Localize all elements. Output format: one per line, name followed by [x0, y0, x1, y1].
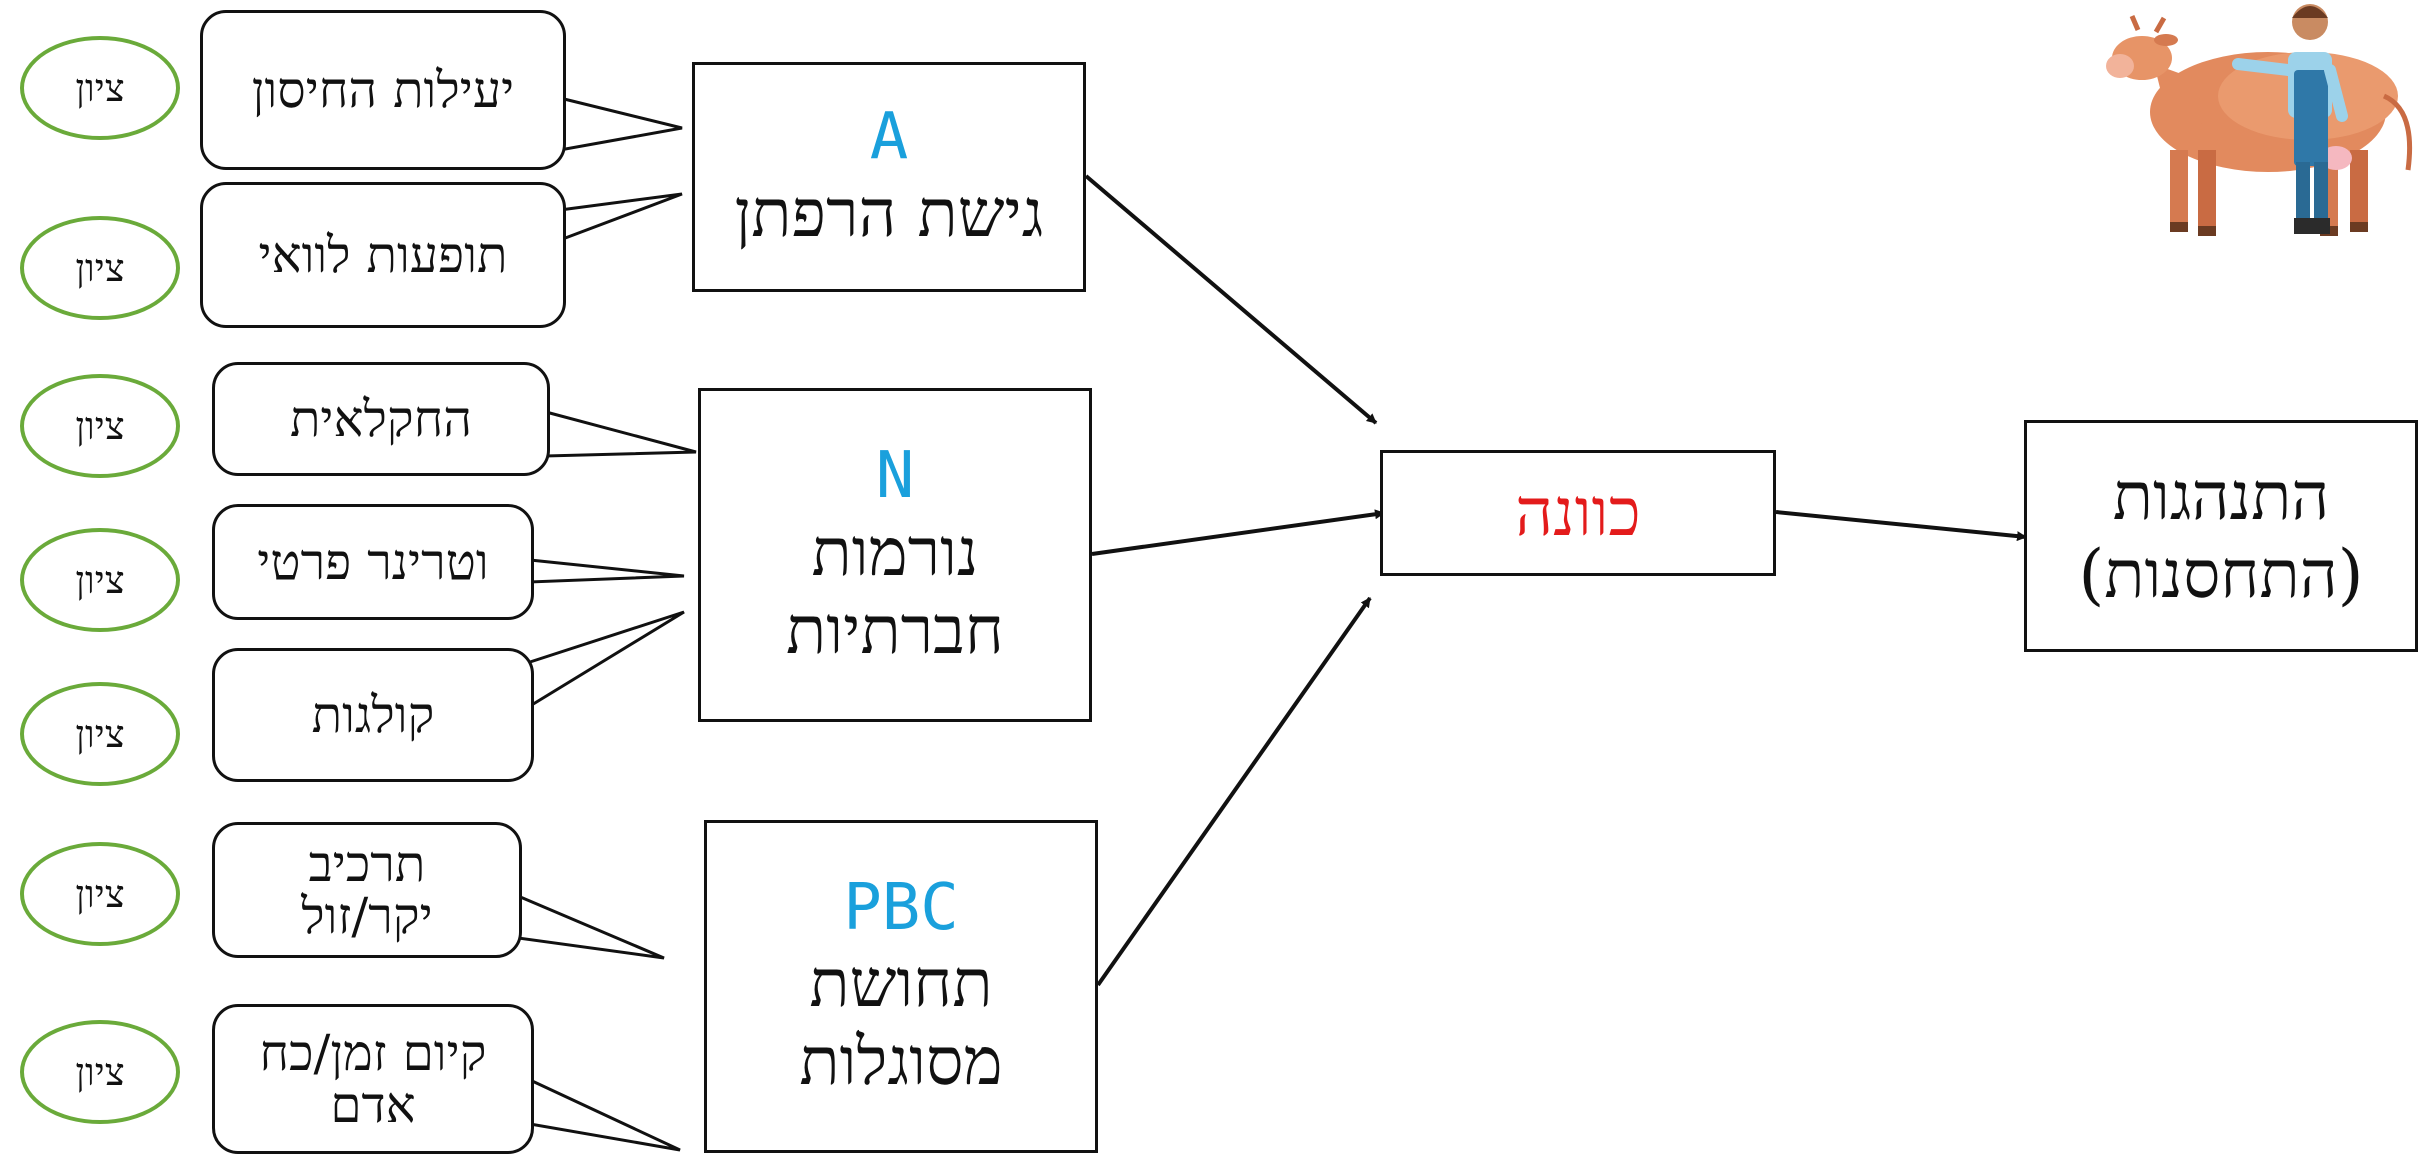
construct-code: N	[875, 439, 915, 514]
construct-title: תחושת	[809, 945, 993, 1023]
score-label: ציון	[75, 557, 125, 602]
factor-line2: אדם	[330, 1076, 416, 1134]
arrow-intention-to-behaviour	[1775, 510, 2027, 542]
factor-line1: וטרינר פרטי	[257, 532, 489, 591]
score-oval[interactable]: ציון	[20, 528, 180, 632]
construct-control-box: PBC תחושת מסוגלות	[704, 820, 1098, 1153]
score-oval[interactable]: ציון	[20, 216, 180, 320]
behaviour-line2: (התחסנות)	[2078, 536, 2364, 613]
factor-callout: וטרינר פרטי	[212, 504, 534, 620]
score-label: ציון	[75, 245, 125, 290]
construct-title-2: מסוגלות	[799, 1023, 1003, 1101]
score-oval[interactable]: ציון	[20, 374, 180, 478]
factor-line2: יקר/זול	[301, 887, 433, 945]
factor-line1: קולגות	[311, 685, 435, 744]
construct-code: PBC	[843, 870, 959, 945]
score-oval[interactable]: ציון	[20, 682, 180, 786]
construct-title: גישת הרפתן	[734, 174, 1044, 252]
score-label: ציון	[75, 403, 125, 448]
factor-line1: החקלאית	[289, 389, 473, 448]
score-label: ציון	[75, 871, 125, 916]
factor-line1: קיום זמן/כח	[259, 1023, 487, 1082]
intention-label: כוונה	[1515, 474, 1641, 552]
construct-title-2: חברתיות	[786, 591, 1004, 669]
factor-callout: החקלאית	[212, 362, 550, 476]
arrow-control-to-intention	[1096, 596, 1372, 987]
arrow-attitude-to-intention	[1084, 174, 1378, 425]
construct-attitude-box: A גישת הרפתן	[692, 62, 1086, 292]
behaviour-line1: התנהגות	[2112, 458, 2330, 536]
construct-code: A	[869, 100, 909, 175]
score-oval[interactable]: ציון	[20, 842, 180, 946]
farmer-with-cow-icon	[2106, 4, 2413, 236]
construct-norms-box: N נורמות חברתיות	[698, 388, 1092, 722]
score-label: ציון	[75, 1049, 125, 1094]
intention-box: כוונה	[1380, 450, 1776, 576]
factor-callout: יעילות החיסון	[200, 10, 566, 170]
factor-line1: תרכיב	[308, 834, 426, 893]
score-oval[interactable]: ציון	[20, 36, 180, 140]
score-label: ציון	[75, 711, 125, 756]
factor-callout: קולגות	[212, 648, 534, 782]
arrow-norms-to-intention	[1091, 509, 1385, 556]
factor-line1: יעילות החיסון	[251, 60, 515, 119]
behaviour-box: התנהגות (התחסנות)	[2024, 420, 2418, 652]
score-oval[interactable]: ציון	[20, 1020, 180, 1124]
score-label: ציון	[75, 65, 125, 110]
construct-title: נורמות	[811, 513, 979, 591]
factor-callout: תופעות לוואי	[200, 182, 566, 328]
factor-line1: תופעות לוואי	[258, 225, 508, 284]
